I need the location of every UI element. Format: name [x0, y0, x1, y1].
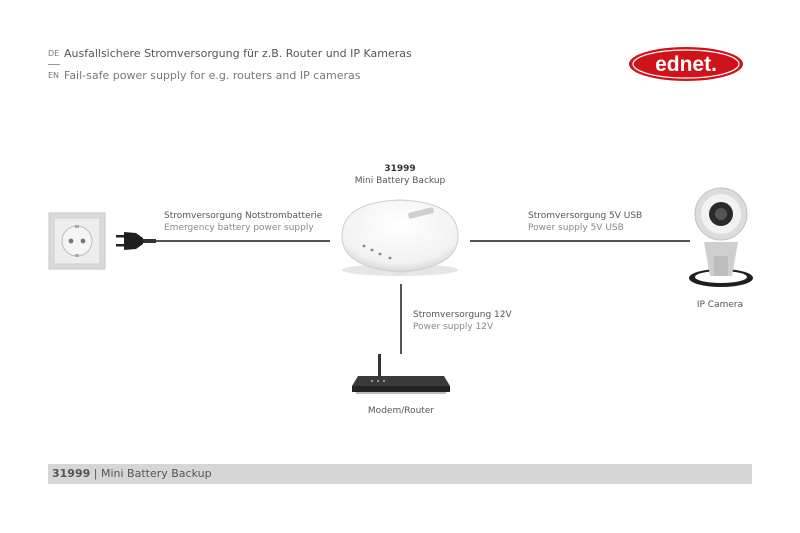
- device-name: Mini Battery Backup: [354, 176, 446, 186]
- lang-code-de: DE: [48, 49, 60, 58]
- label-12v-en: Power supply 12V: [413, 322, 494, 332]
- label-12v-supply: Stromversorgung 12V Power supply 12V: [413, 309, 512, 333]
- label-usb-en: Power supply 5V USB: [528, 223, 624, 233]
- label-battery-de: Stromversorgung Notstrombatterie: [164, 211, 323, 221]
- lang-divider: [48, 64, 60, 65]
- device-number: 31999: [384, 164, 416, 174]
- logo-text: ednet.: [655, 53, 717, 76]
- battery-backup-device: [341, 199, 459, 276]
- line-usb-supply: [470, 240, 690, 242]
- header-de: DE Ausfallsichere Stromversorgung für z.…: [48, 47, 412, 60]
- router-label: Modem/Router: [367, 406, 435, 416]
- label-usb-de: Stromversorgung 5V USB: [528, 211, 643, 221]
- power-outlet-icon: [48, 212, 106, 270]
- label-12v-de: Stromversorgung 12V: [413, 310, 512, 320]
- line-battery-supply: [156, 240, 330, 242]
- ednet-logo: ednet.: [629, 47, 743, 81]
- label-usb-supply: Stromversorgung 5V USB Power supply 5V U…: [528, 210, 642, 234]
- footer-separator: |: [90, 467, 101, 480]
- router-icon: [352, 354, 450, 394]
- camera-label: IP Camera: [696, 300, 744, 310]
- label-battery-supply: Stromversorgung Notstrombatterie Emergen…: [164, 210, 322, 234]
- label-battery-en: Emergency battery power supply: [164, 223, 314, 233]
- power-plug-icon: [116, 232, 156, 250]
- title-de: Ausfallsichere Stromversorgung für z.B. …: [64, 47, 412, 60]
- footer-name: Mini Battery Backup: [100, 467, 212, 480]
- footer-number: 31999: [52, 467, 91, 480]
- ip-camera-icon: [689, 187, 753, 287]
- device-label: 31999 Mini Battery Backup: [340, 163, 460, 187]
- logo-oval: [629, 47, 743, 81]
- line-12v-supply: [400, 284, 402, 354]
- logo-ring: [632, 49, 740, 79]
- title-en: Fail-safe power supply for e.g. routers …: [64, 69, 361, 82]
- footer-bar: 31999 | Mini Battery Backup: [48, 464, 752, 484]
- header-en: EN Fail-safe power supply for e.g. route…: [48, 69, 360, 82]
- lang-code-en: EN: [48, 71, 60, 80]
